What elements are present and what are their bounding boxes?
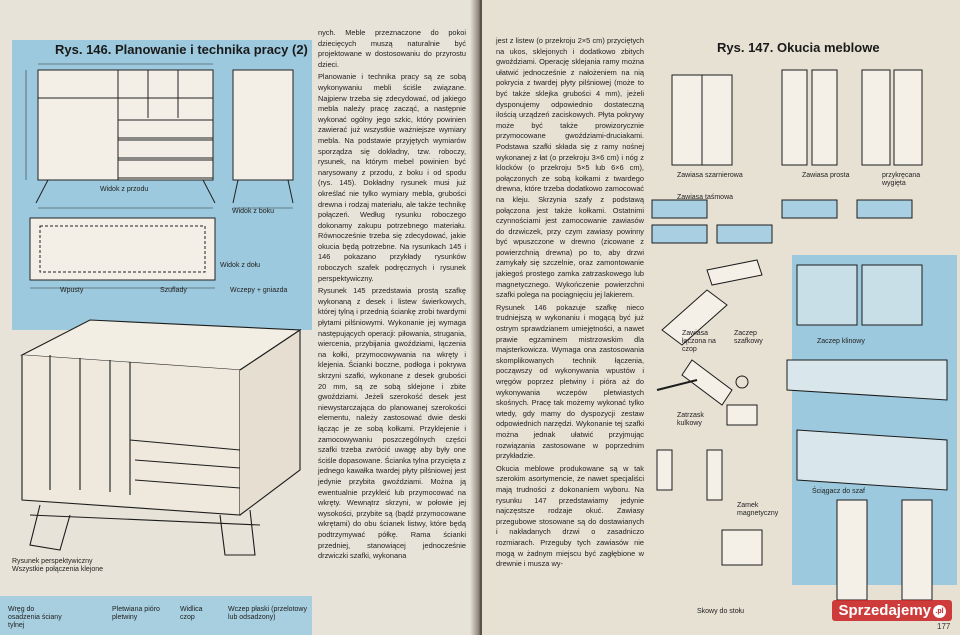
label-fork: Widlica czop [180,606,203,621]
paragraph: Okucia meblowe produkowane są w tak szer… [496,463,644,569]
label-hook-wedge: Zaczep klinowy [817,338,865,345]
label-tenons: Wczepy + gniazda [230,287,288,294]
label-ceiling: Ściągacz do szaf [812,488,865,495]
label-drawers: Szuflady [160,287,187,294]
figure-title-146: Rys. 146. Planowanie i technika pracy (2… [55,42,308,57]
label-flat-tenon: Wczep płaski (przelotowy lub odsadzony) [228,606,307,621]
label-magnet: Zamek magnetyczny [737,502,779,517]
dimension-lines [25,63,293,289]
working-drawing [25,63,294,289]
watermark-text: Sprzedajemy [838,602,931,619]
perspective-drawing [19,319,302,556]
left-text-column: nych. Meble przeznaczone do pokoi dzieci… [318,28,466,564]
paragraph: Rysunek 146 pokazuje szafkę nieco trudni… [496,302,644,461]
left-page: Rys. 146. Planowanie i technika pracy (2… [0,0,478,635]
paragraph: nych. Meble przeznaczone do pokoi dzieci… [318,28,466,69]
bottom-view-drawing [29,217,216,281]
label-hinge-straight: Zawiasa prosta [802,172,850,179]
front-view-drawing [35,69,216,204]
watermark-suffix: .pl [933,604,946,618]
label-hinge-strap: Zawiasa taśmowa [677,194,734,201]
label-back-recess: Wręg do osadzenia ściany tylnej [8,606,62,629]
page-number: 177 [937,622,951,631]
label-latch: Zatrzask kulkowy [677,412,704,427]
label-hook: Zaczep szafkowy [734,330,763,345]
label-perspective: Rysunek perspektywiczny Wszystkie połącz… [12,558,104,573]
right-text-column: jest z listew (o przekroju 2×5 cm) przyc… [496,36,644,572]
side-view-drawing [232,69,294,204]
label-top-view: Widok z dołu [220,262,261,269]
paragraph: Planowanie i technika pracy są ze sobą w… [318,72,466,283]
label-hinge-bent: przykręcana wygięta [882,172,921,187]
label-hinge-flat: Zawiasa szarnierowa [677,172,743,179]
label-side-view: Widok z boku [232,208,275,215]
paragraph: Rysunek 145 przedstawia prostą szafkę wy… [318,286,466,561]
watermark-logo: Sprzedajemy.pl [832,600,952,621]
label-table-corner: Skowy do stołu [697,608,745,615]
label-tongue: Pletwiana pióro pletwiny [112,606,160,621]
label-hinge-plate: Zawiasa łączona na czop [682,330,716,353]
label-front-view: Widok z przodu [100,186,149,193]
figure-title-147: Rys. 147. Okucia meblowe [717,40,880,55]
paragraph: jest z listew (o przekroju 2×5 cm) przyc… [496,36,644,300]
legend-band [0,596,312,635]
right-page: jest z listew (o przekroju 2×5 cm) przyc… [482,0,960,635]
label-slot: Wpusty [60,287,84,294]
